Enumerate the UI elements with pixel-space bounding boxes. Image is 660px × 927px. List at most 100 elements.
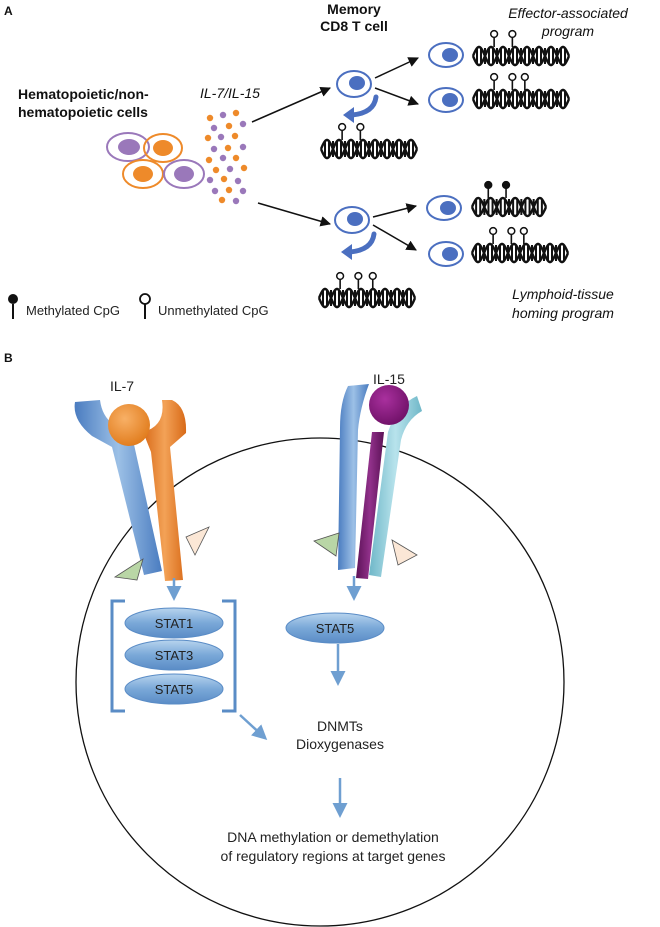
il7-receptor-alpha-chain <box>74 400 162 575</box>
il15-receptor-beta-chain <box>356 432 384 579</box>
dna-helices <box>317 29 571 309</box>
effector-program-label-line1: Effector-associated <box>508 5 629 21</box>
source-cell <box>106 132 150 162</box>
cytokine-dot <box>210 145 218 153</box>
il15-receptor-gamma-chain <box>369 396 422 577</box>
dna-helix-icon <box>470 226 570 264</box>
arrow-to-effector-progeny-2 <box>374 87 419 106</box>
source-cell-nucleus <box>153 140 173 156</box>
cytokine-dot <box>206 176 214 184</box>
cytokine-dot <box>224 144 232 152</box>
cytokine-dot <box>232 109 240 117</box>
il15-receptor-alpha-chain <box>338 384 369 570</box>
jak-peach-triangle <box>185 526 210 556</box>
source-cell <box>143 133 183 163</box>
cytokine-dot <box>218 196 226 204</box>
cytokine-dot <box>225 186 233 194</box>
lymphoid-progeny-cell <box>426 195 462 221</box>
lymphoid-program-label-line2: homing program <box>512 305 614 321</box>
self-renewal-arrowhead <box>341 244 352 260</box>
effector-progeny-cell <box>428 42 464 68</box>
stat1-label: STAT1 <box>155 616 194 631</box>
cytokine-dot <box>217 133 225 141</box>
cytokine-dot <box>212 166 220 174</box>
source-cell-nucleus <box>133 166 153 182</box>
progeny-cells <box>426 42 464 267</box>
arrow-to-effector-progeny-1 <box>374 57 419 79</box>
dna-helix-icon <box>319 122 419 160</box>
il7-label: IL-7 <box>110 378 134 394</box>
panel-a-label: A <box>4 4 13 18</box>
panel-b-label: B <box>4 351 13 365</box>
stat3-label: STAT3 <box>155 648 194 663</box>
cytokine-dot <box>226 165 234 173</box>
memory-cell-nucleus <box>349 76 365 90</box>
stat3-oval <box>124 639 224 671</box>
source-cell <box>163 159 205 189</box>
cytokine-dot <box>219 111 227 119</box>
dna-helix-icon <box>317 271 417 309</box>
cytokine-dot <box>240 164 248 172</box>
stat5-right-label: STAT5 <box>316 621 355 636</box>
cytokine-dot <box>232 154 240 162</box>
cytokine-dot <box>219 154 227 162</box>
stat5-oval-left <box>124 673 224 705</box>
cytokine-dot <box>234 177 242 185</box>
cytokine-dot <box>239 120 247 128</box>
cytokine-dot <box>211 187 219 195</box>
arrow-to-lymphoid-progeny-1 <box>372 203 418 218</box>
jak-green-triangle <box>113 558 144 581</box>
cytokine-dot <box>239 143 247 151</box>
cytokine-dot <box>204 134 212 142</box>
dnmts-label: DNMTs <box>317 718 363 734</box>
self-renewal-arrow-icon <box>349 94 379 118</box>
outcome-label-line2: of regulatory regions at target genes <box>221 848 446 864</box>
legend-methylated-label: Methylated CpG <box>26 303 120 318</box>
source-cell-nucleus <box>174 166 194 182</box>
cytokine-dot <box>232 197 240 205</box>
unmethylated-cpg-icon <box>139 293 151 305</box>
cytokine-dot <box>231 132 239 140</box>
cytokine-dot <box>206 114 214 122</box>
dna-helix-icon <box>471 29 571 67</box>
cytokine-dot <box>225 122 233 130</box>
cytokine-dot <box>220 175 228 183</box>
cytokine-dot <box>239 187 247 195</box>
dna-helix-icon <box>470 180 548 218</box>
effector-progeny-nucleus <box>442 93 458 107</box>
source-cells-cluster <box>106 132 205 189</box>
memory-cell-bottom <box>334 206 377 260</box>
arrow-to-lymphoid-progeny-2 <box>372 224 417 251</box>
stat1-oval <box>124 607 224 639</box>
self-renewal-arrow-icon <box>347 231 377 255</box>
jak-green-triangle <box>313 532 340 557</box>
lymphoid-progeny-nucleus <box>442 247 458 261</box>
cytokine-dot <box>205 156 213 164</box>
cpg-legend: Methylated CpG Unmethylated CpG <box>8 293 269 319</box>
lymphoid-progeny-cell <box>428 241 464 267</box>
self-renewal-arrowhead <box>343 107 354 123</box>
stat-complex-left-bracket <box>110 599 125 713</box>
memory-cell-top <box>336 70 379 123</box>
memory-cell-nucleus <box>347 212 363 226</box>
lymphoid-progeny-nucleus <box>440 201 456 215</box>
cell-membrane <box>75 437 565 927</box>
methylated-cpg-icon <box>8 294 18 304</box>
memory-cell-label-line2: CD8 T cell <box>320 18 388 34</box>
memory-cell <box>334 206 370 234</box>
outcome-label-line1: DNA methylation or demethylation <box>227 829 439 845</box>
il15-label: IL-15 <box>373 371 405 387</box>
effector-program-label-line2: program <box>541 23 594 39</box>
effector-progeny-cell <box>428 87 464 113</box>
lymphoid-program-label-line1: Lymphoid-tissue <box>512 286 614 302</box>
effector-progeny-nucleus <box>442 48 458 62</box>
source-cells-label-line1: Hematopoietic/non- <box>18 86 149 102</box>
stat-complex-to-dnmts-arrow <box>239 714 268 741</box>
memory-cell <box>336 70 372 98</box>
dna-helix-icon <box>471 72 571 110</box>
jak-peach-triangle <box>391 539 418 566</box>
il7-receptor-gamma-chain <box>143 400 187 581</box>
arrow-to-lymphoid-memory <box>257 202 332 227</box>
cytokine-dot <box>210 124 218 132</box>
